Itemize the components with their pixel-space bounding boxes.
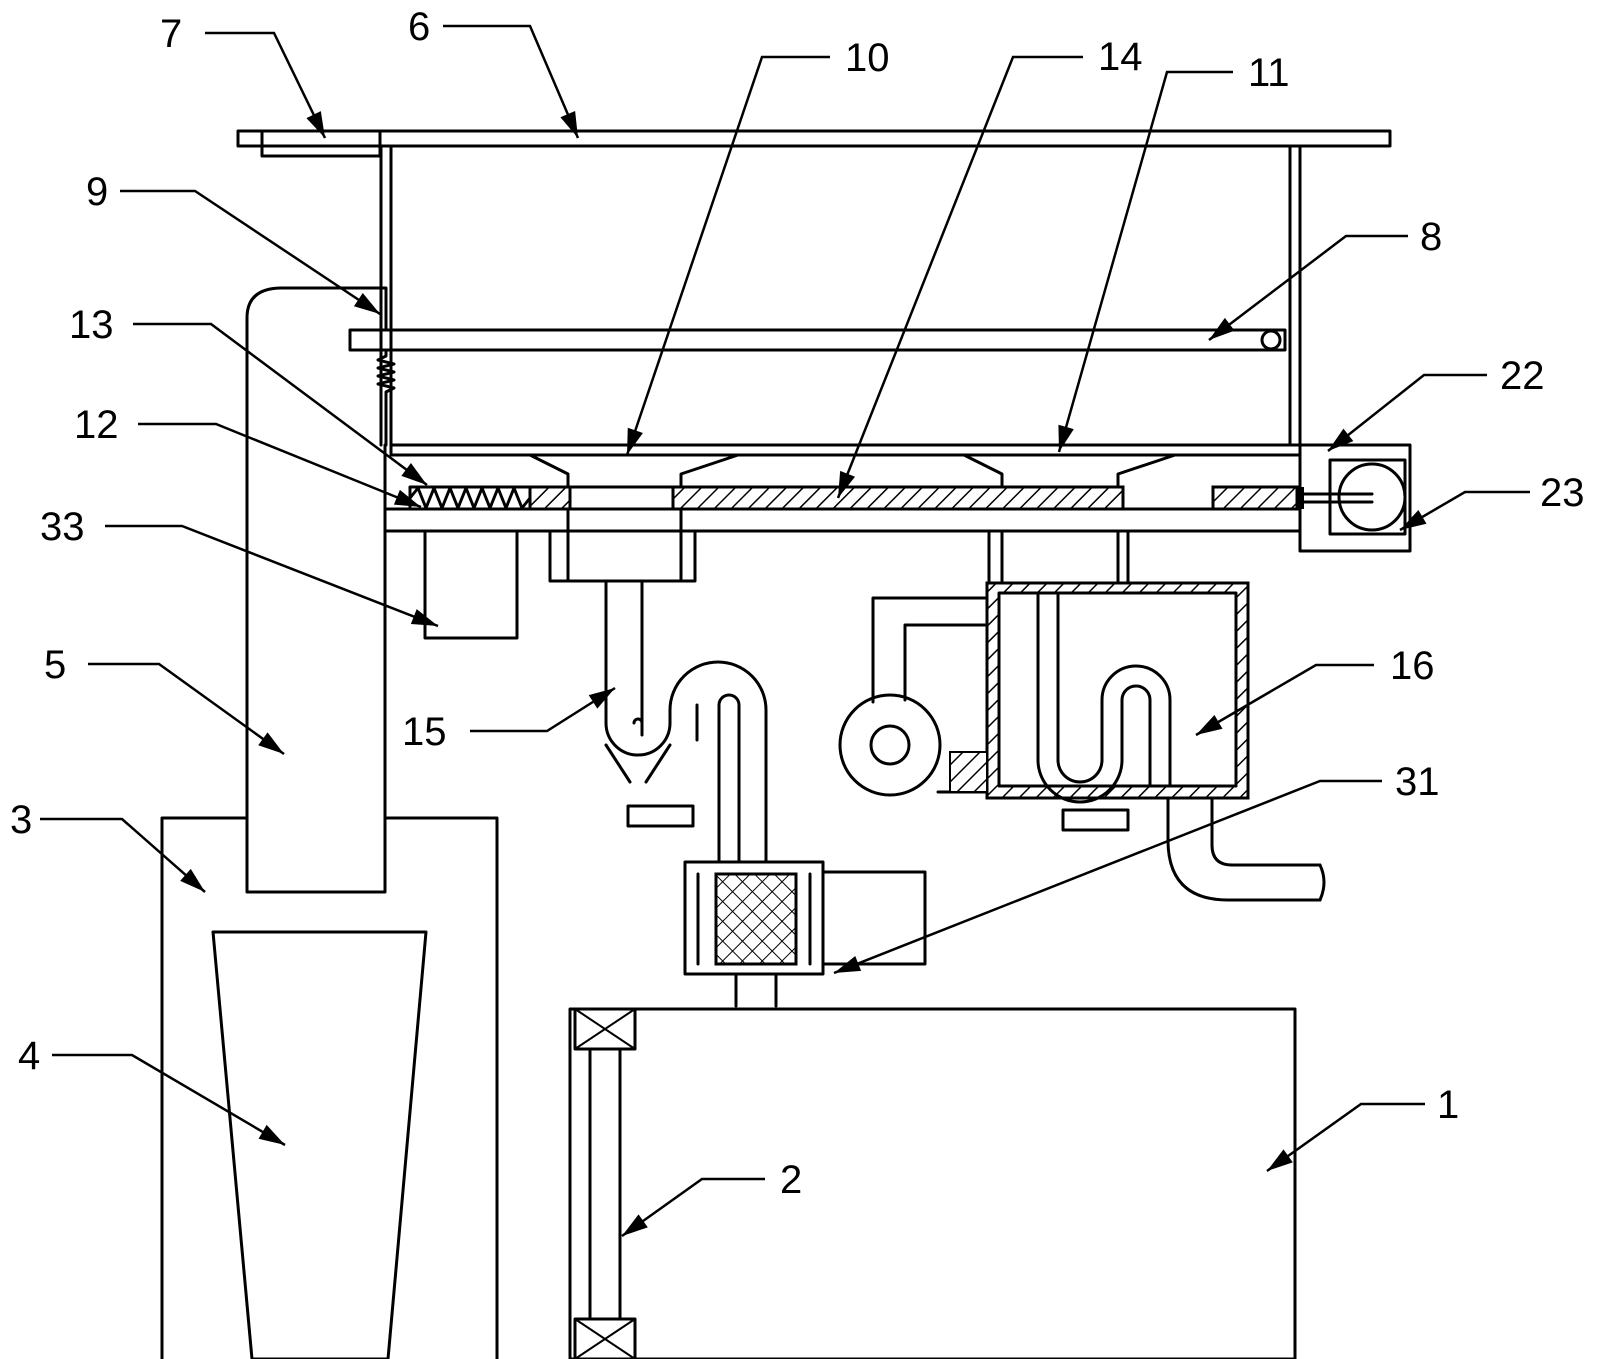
leader-line-11 (1057, 70, 1233, 453)
arrowhead-3 (180, 868, 205, 892)
main-tank (568, 1007, 1297, 1359)
collecting-box (160, 816, 499, 1359)
arrowhead-22 (1328, 428, 1354, 451)
waste-bin (211, 930, 428, 1359)
sliding-plate (383, 485, 1302, 533)
callout-3: 3 (10, 798, 32, 842)
leader-line-10 (625, 55, 830, 456)
leader-line-16 (1195, 663, 1374, 737)
leader-line-4 (52, 1053, 286, 1147)
leader-line-7 (205, 31, 327, 139)
callout-4: 4 (18, 1034, 40, 1078)
callout-6: 6 (408, 5, 430, 49)
leader-line-5 (88, 662, 285, 756)
leader-line-33 (105, 524, 439, 628)
arrowhead-14 (838, 470, 856, 498)
drive-unit (1295, 443, 1412, 553)
callout-31: 31 (1395, 760, 1440, 804)
arrowhead-8 (1209, 317, 1235, 340)
leader-line-22 (1327, 373, 1487, 452)
level-gauge (588, 1047, 622, 1321)
arrowhead-5 (258, 732, 284, 754)
leader-line-9 (120, 189, 381, 316)
callout-23: 23 (1540, 471, 1585, 515)
fan-and-tank (838, 529, 1326, 902)
hanging-box (423, 529, 519, 640)
handle (260, 129, 382, 158)
leader-line-6 (443, 24, 580, 139)
callout-12: 12 (74, 403, 119, 447)
arrowhead-9 (353, 292, 380, 314)
screen-plate (348, 286, 1287, 447)
callout-11: 11 (1248, 51, 1290, 95)
leader-line-31 (833, 779, 1382, 975)
callout-5: 5 (44, 643, 66, 687)
leader-line-12 (138, 422, 422, 509)
callout-22: 22 (1500, 354, 1545, 398)
arrowhead-16 (1196, 714, 1223, 735)
callout-33: 33 (40, 505, 85, 549)
arrowhead-6 (560, 110, 578, 138)
small-spring (376, 348, 396, 447)
arrowhead-2 (622, 1214, 648, 1236)
arrowhead-23 (1400, 509, 1427, 530)
callout-1: 1 (1437, 1083, 1459, 1127)
callout-16: 16 (1390, 644, 1435, 688)
arrowhead-13 (401, 463, 427, 485)
callout-14: 14 (1098, 35, 1143, 79)
leader-line-8 (1208, 234, 1408, 341)
leader-line-15 (470, 686, 616, 733)
chute-pipe (245, 286, 387, 894)
callout-8: 8 (1420, 215, 1442, 259)
arrowhead-15 (588, 688, 615, 709)
filter-unit (683, 860, 927, 1008)
callout-labels: 7 6 10 14 11 9 8 13 22 12 23 33 5 16 15 … (10, 5, 1585, 1202)
arrowhead-33 (410, 609, 438, 626)
arrowhead-12 (393, 489, 421, 507)
arrowhead-11 (1058, 424, 1074, 452)
arrowhead-31 (834, 956, 862, 973)
callout-15: 15 (402, 710, 447, 754)
callout-10: 10 (845, 36, 890, 80)
leader-line-14 (836, 55, 1083, 499)
callout-13: 13 (69, 303, 114, 347)
leader-lines (40, 24, 1530, 1238)
return-spring (408, 486, 532, 510)
fan (838, 693, 942, 797)
arrowhead-7 (306, 111, 325, 138)
frame (379, 144, 1302, 447)
arrowhead-10 (627, 427, 643, 455)
leader-line-1 (1266, 1102, 1425, 1173)
callout-2: 2 (780, 1158, 802, 1202)
arrowhead-1 (1267, 1149, 1293, 1171)
leader-line-13 (133, 322, 428, 487)
leader-line-3 (40, 817, 206, 893)
callout-7: 7 (160, 12, 182, 56)
leader-line-2 (621, 1177, 765, 1238)
s-trap-pipe (548, 507, 768, 864)
top-plate (236, 129, 1392, 158)
arrowhead-4 (258, 1124, 285, 1145)
callout-9: 9 (86, 170, 108, 214)
